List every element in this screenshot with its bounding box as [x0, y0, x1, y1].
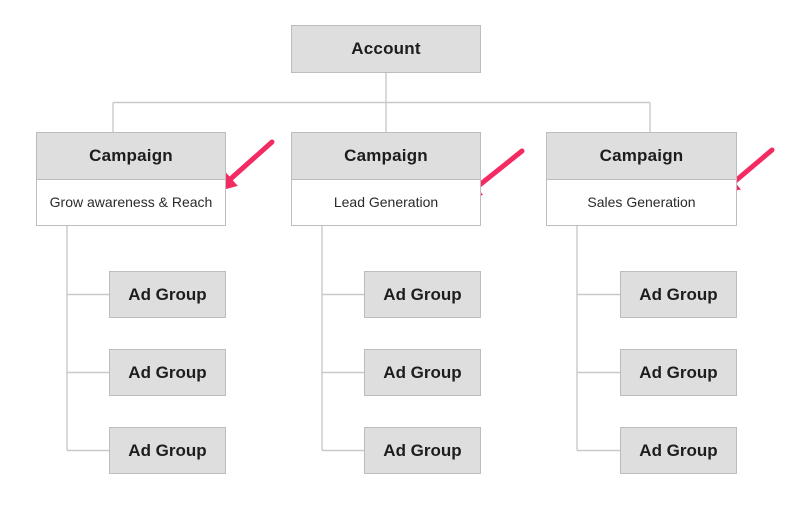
campaign-2-subtitle: Lead Generation	[292, 180, 480, 224]
node-adgroup-2-1: Ad Group	[364, 271, 481, 318]
campaign-1-label: Campaign	[89, 146, 173, 165]
campaign-2-connectors	[321, 226, 365, 452]
campaign-3-header: Campaign	[547, 133, 736, 180]
campaign-3-subtitle: Sales Generation	[547, 180, 736, 224]
node-adgroup-2-2: Ad Group	[364, 349, 481, 396]
node-adgroup-2-3: Ad Group	[364, 427, 481, 474]
node-campaign-2: Campaign Lead Generation	[291, 132, 481, 226]
node-adgroup-3-2: Ad Group	[620, 349, 737, 396]
node-adgroup-3-1: Ad Group	[620, 271, 737, 318]
node-campaign-1: Campaign Grow awareness & Reach	[36, 132, 226, 226]
account-label: Account	[351, 39, 421, 58]
node-campaign-3: Campaign Sales Generation	[546, 132, 737, 226]
node-adgroup-3-3: Ad Group	[620, 427, 737, 474]
campaign-1-subtitle: Grow awareness & Reach	[37, 180, 225, 224]
tree-connectors	[112, 73, 651, 133]
campaign-3-label: Campaign	[599, 146, 684, 165]
pink-arrow-icon	[214, 139, 275, 194]
campaign-3-connectors	[576, 226, 621, 452]
campaign-2-header: Campaign	[292, 133, 480, 180]
campaign-1-header: Campaign	[37, 133, 225, 180]
node-adgroup-1-1: Ad Group	[109, 271, 226, 318]
node-adgroup-1-3: Ad Group	[109, 427, 226, 474]
node-account: Account	[291, 25, 481, 73]
campaign-2-label: Campaign	[344, 146, 428, 165]
campaign-1-connectors	[66, 226, 110, 452]
node-adgroup-1-2: Ad Group	[109, 349, 226, 396]
